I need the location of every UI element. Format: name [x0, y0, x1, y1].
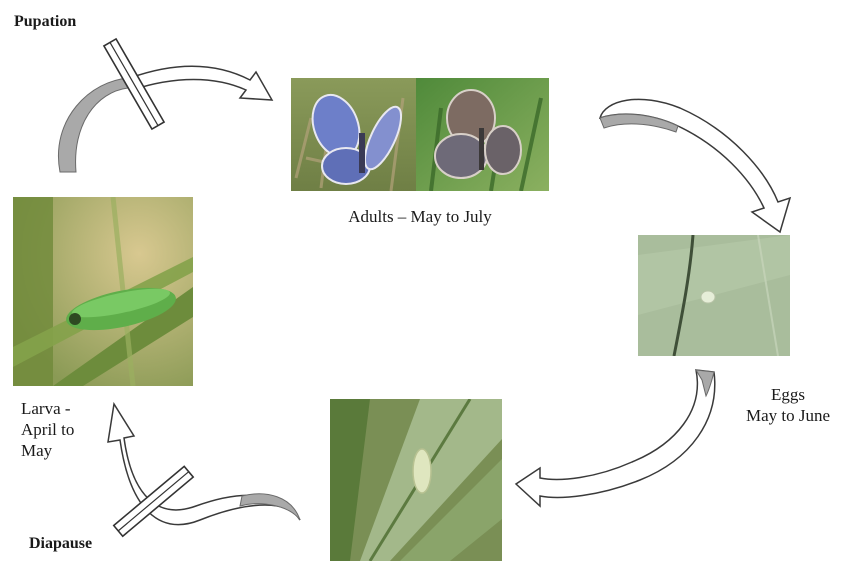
- diapause-label: Diapause: [29, 533, 92, 554]
- arrow-larva-to-adults: [58, 66, 272, 172]
- adults-label: Adults – May to July: [290, 206, 550, 227]
- egg: [701, 291, 715, 303]
- larva-label-line1: Larva -: [21, 398, 101, 419]
- diapause-bar: [114, 466, 193, 536]
- larva-label-line2: April to: [21, 419, 101, 440]
- adults-photo: [291, 78, 549, 191]
- pupa-photo: [330, 399, 502, 561]
- eggs-label: Eggs May to June: [728, 384, 848, 426]
- pupation-label: Pupation: [14, 11, 76, 32]
- larva-label: Larva - April to May: [21, 398, 101, 461]
- eggs-photo: [638, 235, 790, 356]
- eggs-label-line2: May to June: [728, 405, 848, 426]
- larva-photo: [13, 197, 193, 386]
- arrow-adults-to-eggs: [600, 99, 790, 232]
- larva-label-line3: May: [21, 440, 101, 461]
- arrow-eggs-to-pupa: [516, 370, 715, 506]
- eggs-label-line1: Eggs: [728, 384, 848, 405]
- pupa: [413, 449, 431, 493]
